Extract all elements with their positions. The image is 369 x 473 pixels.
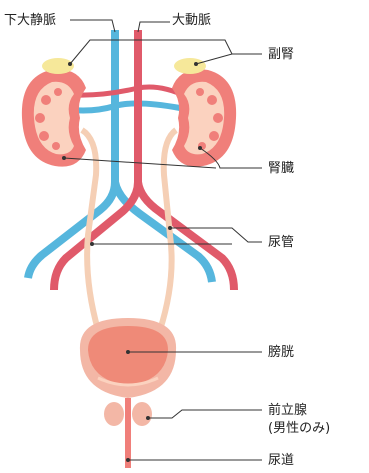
label-ureter: 尿管 — [268, 235, 294, 250]
label-adrenal: 副腎 — [268, 47, 294, 62]
label-urethra: 尿道 — [268, 453, 294, 468]
adrenal-left — [42, 58, 74, 74]
label-kidney: 腎臓 — [268, 161, 294, 176]
label-vena-cava: 下大静脈 — [4, 13, 56, 28]
kidney-right — [172, 69, 236, 166]
label-prostate-note: (男性のみ) — [268, 421, 330, 436]
adrenal-right — [174, 58, 206, 74]
bladder — [80, 318, 176, 398]
label-bladder: 膀胱 — [268, 344, 294, 360]
label-prostate: 前立腺 — [268, 402, 307, 418]
label-aorta: 大動脈 — [172, 13, 211, 28]
kidney-left — [22, 69, 86, 166]
